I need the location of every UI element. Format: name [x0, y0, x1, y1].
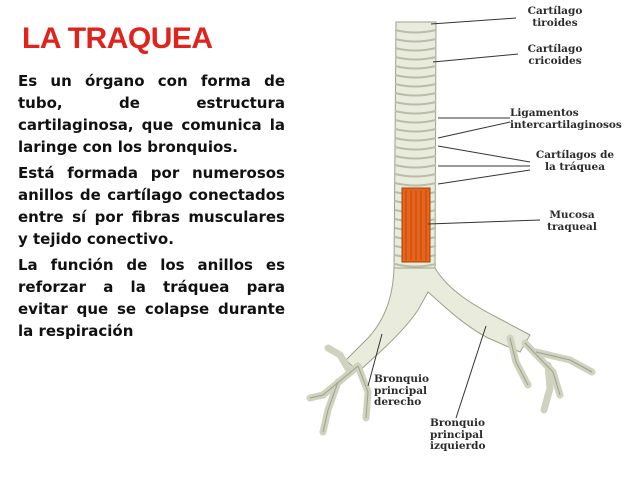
cartilage-ring — [394, 83, 437, 88]
trachea-illustration — [306, 17, 596, 436]
label-line: Cartílago — [527, 43, 583, 55]
cartilage-ring — [394, 101, 437, 106]
label-line: Mucosa — [549, 209, 595, 221]
cartilage-ring — [394, 119, 437, 124]
label-mucosa-traqueal: Mucosa traqueal — [542, 209, 602, 233]
label-ligamentos: Ligamentos intercartilaginosos — [510, 107, 622, 131]
label-line: derecho — [374, 396, 422, 408]
bronchi — [345, 267, 531, 373]
cartilage-ring — [394, 182, 437, 187]
paragraph-definition: Es un órgano con forma de tubo, de estru… — [18, 72, 285, 156]
label-line: traqueal — [547, 220, 597, 233]
label-line: principal — [430, 428, 484, 441]
label-line: principal — [374, 384, 428, 397]
cartilage-ring — [394, 146, 437, 151]
label-bronquio-derecho: Bronquio principal derecho — [374, 373, 430, 409]
cartilage-ring — [394, 155, 437, 160]
label-bronquio-izquierdo: Bronquio principal izquierdo — [430, 417, 486, 453]
label-line: cricoides — [528, 54, 582, 67]
paragraph-function: La función de los anillos es reforzar a … — [18, 256, 285, 340]
label-line: Bronquio — [430, 417, 486, 429]
paragraph-structure: Está formada por numerosos anillos de ca… — [18, 164, 285, 248]
label-cartilago-tiroides: Cartílago tiroides — [520, 5, 590, 29]
trachea-diagram: Cartílago tiroides Cartílago cricoides L… — [298, 0, 638, 479]
cartilage-ring — [394, 74, 437, 79]
cartilage-ring — [394, 110, 437, 115]
description: Es un órgano con forma de tubo, de estru… — [18, 70, 285, 346]
page-title: LA TRAQUEA — [22, 22, 213, 55]
cartilage-ring — [394, 137, 437, 142]
cartilage-ring — [394, 173, 437, 178]
label-line: Ligamentos — [510, 107, 579, 119]
cartilage-rings — [394, 29, 437, 268]
label-line: Bronquio — [374, 373, 430, 385]
cartilage-ring — [394, 65, 437, 70]
label-cartilago-cricoides: Cartílago cricoides — [520, 43, 590, 67]
cartilage-ring — [394, 263, 437, 268]
label-line: tiroides — [532, 16, 578, 29]
cartilage-ring — [394, 56, 437, 61]
label-line: Cartílagos de — [535, 149, 615, 161]
label-line: izquierdo — [430, 440, 486, 452]
label-line: intercartilaginosos — [510, 118, 622, 131]
label-cartilagos-traquea: Cartílagos de la tráquea — [532, 149, 618, 173]
cartilage-ring — [394, 47, 437, 52]
cartilage-ring — [394, 92, 437, 97]
cartilage-ring — [394, 164, 437, 169]
cartilage-ring — [394, 128, 437, 133]
label-line: Cartílago — [527, 5, 583, 17]
cartilage-ring — [394, 38, 437, 43]
cartilage-ring — [394, 29, 437, 34]
label-line: la tráquea — [544, 160, 606, 173]
